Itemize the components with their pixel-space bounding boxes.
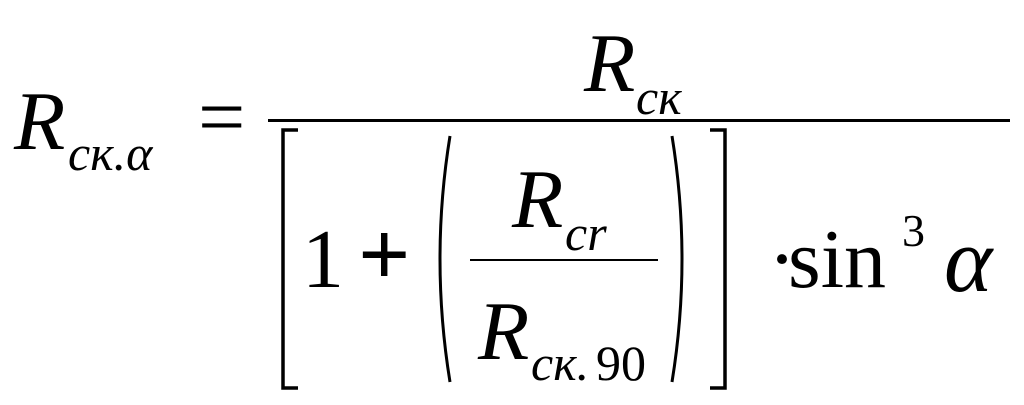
lhs-subscript: ск.α	[68, 125, 153, 181]
inner-denominator-symbol-r: R	[478, 285, 530, 378]
numerator-subscript: ск	[636, 69, 682, 125]
sin-function: sin	[788, 213, 887, 306]
inner-numerator-subscript: cr	[565, 205, 607, 261]
right-parenthesis	[670, 135, 684, 383]
sin-exponent: 3	[902, 205, 925, 256]
left-square-bracket	[281, 128, 298, 390]
plus-sign: +	[358, 203, 411, 305]
inner-denominator-subscript-letters: ск.	[531, 335, 590, 391]
denominator-one: 1	[302, 213, 344, 306]
lhs-symbol-r: R	[14, 75, 66, 168]
inner-denominator-subscript-number: 90	[596, 335, 646, 391]
inner-fraction-bar	[470, 259, 658, 261]
left-parenthesis	[438, 135, 452, 383]
sin-argument-alpha: α	[944, 209, 993, 311]
right-square-bracket	[710, 128, 727, 390]
multiply-dot: ·	[768, 213, 796, 306]
equals-sign: =	[198, 71, 246, 164]
numerator-symbol-r: R	[584, 17, 636, 110]
inner-numerator-symbol-r: R	[512, 153, 564, 246]
main-fraction-bar	[268, 119, 1010, 122]
